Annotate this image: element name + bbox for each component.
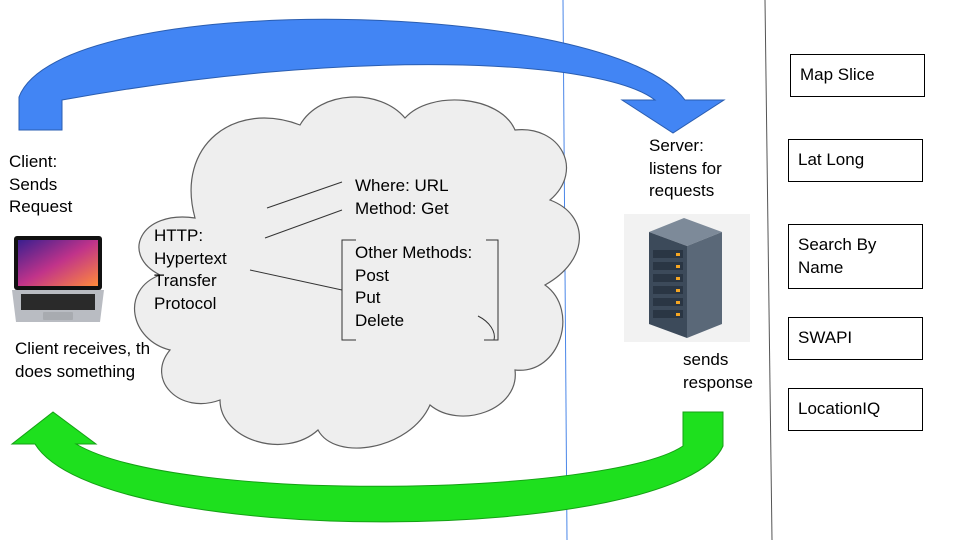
- client-receives-label: Client receives, th does something: [15, 338, 150, 383]
- map-slice-box[interactable]: Map Slice: [790, 54, 925, 97]
- locationiq-box[interactable]: LocationIQ: [788, 388, 923, 431]
- server-sends-response-label: sends response: [683, 350, 753, 392]
- gray-divider: [764, 0, 773, 540]
- other-methods-label: Other Methods: Post Put Delete: [355, 243, 473, 330]
- server-rack-icon: [624, 214, 750, 342]
- http-label: HTTP: Hypertext Transfer Protocol: [154, 226, 227, 313]
- client-receives-line1: Client receives, th: [15, 339, 151, 358]
- lat-long-box[interactable]: Lat Long: [788, 139, 923, 182]
- laptop-icon: [12, 236, 104, 322]
- search-by-name-box[interactable]: Search By Name: [788, 224, 923, 289]
- where-method-label: Where: URL Method: Get: [355, 176, 449, 218]
- server-listens-label: Server: listens for requests: [649, 136, 722, 200]
- client-sends-request-label: Client: Sends Request: [9, 152, 73, 216]
- swapi-box[interactable]: SWAPI: [788, 317, 923, 360]
- client-receives-line2: does something: [15, 361, 136, 381]
